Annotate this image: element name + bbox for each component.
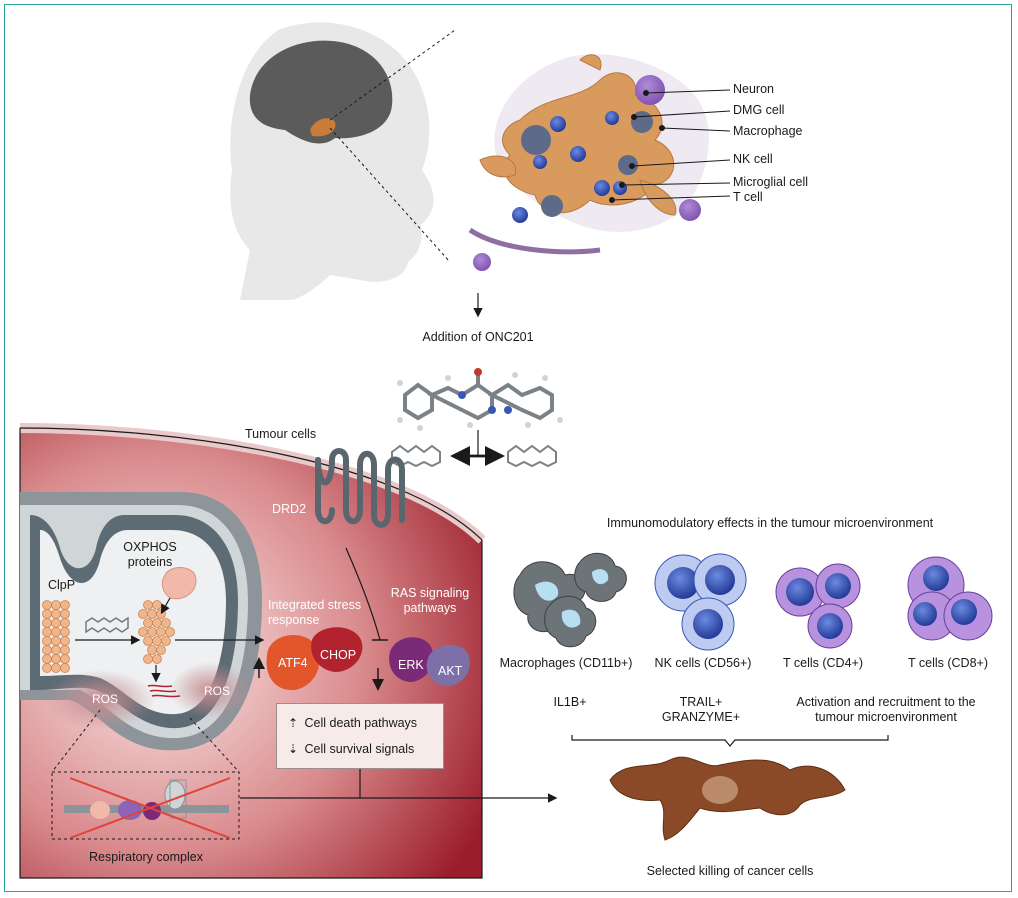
dashed-down-arrow-icon: ⇣ bbox=[287, 742, 299, 756]
clpp-activated bbox=[138, 600, 175, 664]
child-head-illustration bbox=[230, 22, 434, 300]
onc201-small-right bbox=[507, 444, 557, 468]
chop-blob bbox=[311, 627, 363, 672]
nk-cells-illustration bbox=[654, 553, 747, 651]
effects-bracket bbox=[571, 735, 889, 747]
label-akt: AKT bbox=[438, 664, 463, 678]
label-microglial-cell: Microglial cell bbox=[733, 175, 809, 189]
label-immunomodulatory: Immunomodulatory effects in the tumour m… bbox=[606, 516, 934, 530]
label-selected-killing: Selected killing of cancer cells bbox=[646, 864, 814, 878]
macrophages-illustration bbox=[513, 552, 627, 648]
label-clpp: ClpP bbox=[48, 578, 76, 592]
mitochondrion bbox=[20, 492, 262, 751]
clpp-protease bbox=[42, 600, 70, 673]
effect-il1b: IL1B+ bbox=[553, 695, 587, 709]
dashed-up-arrow-icon: ⇡ bbox=[287, 716, 299, 730]
akt-blob bbox=[426, 644, 470, 686]
atf4-blob bbox=[266, 634, 320, 691]
label-oxphos: OXPHOS proteins bbox=[123, 540, 177, 569]
erk-blob bbox=[389, 637, 434, 682]
tumour-microenvironment-cluster bbox=[468, 54, 709, 271]
label-ros-left: ROS bbox=[92, 692, 119, 706]
cd4-t-cells-illustration bbox=[775, 563, 861, 649]
figure-frame bbox=[4, 4, 1012, 892]
label-respiratory-complex: Respiratory complex bbox=[89, 850, 203, 864]
label-t-cell: T cell bbox=[733, 190, 763, 204]
label-t-cd4: T cells (CD4+) bbox=[783, 656, 863, 670]
label-tumour-cells: Tumour cells bbox=[245, 427, 317, 441]
cd8-t-cells-illustration bbox=[907, 556, 993, 641]
cluster-leader-lines bbox=[609, 89, 731, 203]
label-chop: CHOP bbox=[320, 648, 357, 662]
drd2-receptor bbox=[315, 448, 405, 528]
degraded-peptides bbox=[147, 684, 181, 698]
label-atf4: ATF4 bbox=[278, 656, 308, 670]
label-nk-cd56: NK cells (CD56+) bbox=[654, 656, 752, 670]
label-isr: Integrated stress response bbox=[268, 598, 362, 627]
label-nk-cell: NK cell bbox=[733, 152, 773, 166]
label-ras: RAS signaling pathways bbox=[390, 586, 470, 615]
label-dmg-cell: DMG cell bbox=[733, 103, 785, 117]
label-macrophages-cd11b: Macrophages (CD11b+) bbox=[499, 656, 633, 670]
legend-cell-death: Cell death pathways bbox=[304, 716, 418, 730]
oxphos-protein-blob bbox=[161, 567, 197, 600]
label-macrophage: Macrophage bbox=[733, 124, 803, 138]
label-erk: ERK bbox=[398, 658, 424, 672]
label-t-cd8: T cells (CD8+) bbox=[908, 656, 988, 670]
label-neuron: Neuron bbox=[733, 82, 774, 96]
label-ros-right: ROS bbox=[204, 684, 231, 698]
respiratory-complex-drawing bbox=[64, 777, 231, 839]
zoom-line bbox=[329, 29, 456, 121]
effect-activation-recruitment: Activation and recruitment to the tumour… bbox=[796, 695, 976, 724]
label-drd2: DRD2 bbox=[272, 502, 307, 516]
effect-trail-granzyme: TRAIL+ GRANZYME+ bbox=[661, 695, 741, 724]
pathway-legend-box: ⇡ Cell death pathways ⇣ Cell survival si… bbox=[276, 703, 444, 769]
label-addition-onc201: Addition of ONC201 bbox=[422, 330, 534, 344]
legend-cell-survival: Cell survival signals bbox=[304, 742, 415, 756]
onc201-molecule bbox=[397, 368, 563, 431]
respiratory-complex-inset bbox=[51, 771, 240, 840]
onc201-in-mito bbox=[85, 616, 129, 634]
